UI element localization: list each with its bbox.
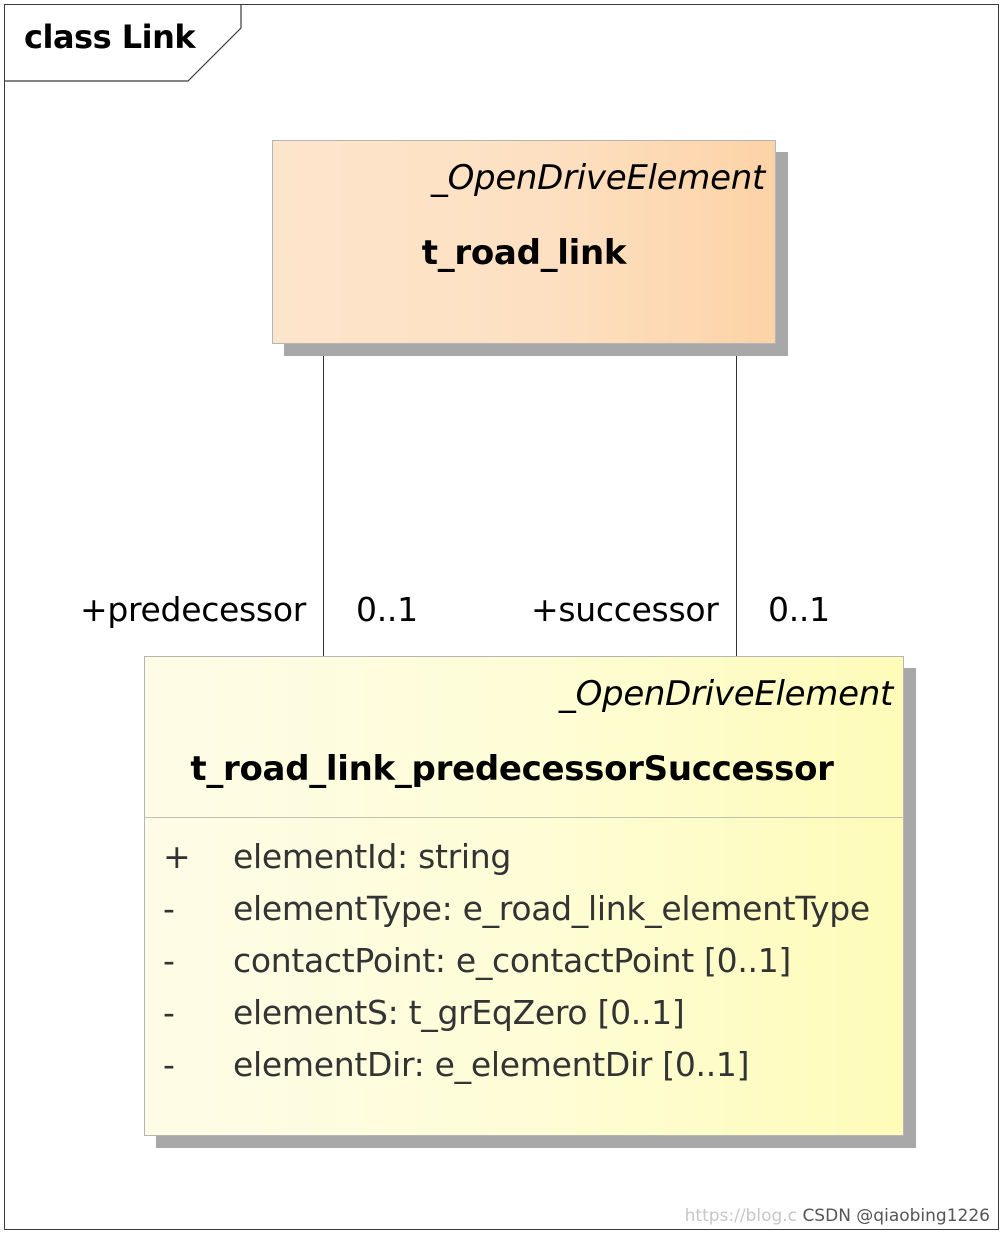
attribute-visibility: - [163,1045,175,1084]
class-t-road-link[interactable]: _OpenDriveElement t_road_link [272,140,776,344]
frame-title: class Link [24,18,196,56]
watermark-url: https://blog.c [684,1206,798,1226]
attribute-visibility: + [163,837,191,876]
predecessor-multiplicity: 0..1 [356,590,418,629]
attribute-visibility: - [163,993,175,1032]
attribute-visibility: - [163,889,175,928]
attribute-visibility: - [163,941,175,980]
watermark: https://blog.c CSDN @qiaobing1226 [685,1206,990,1226]
class-stereotype: _OpenDriveElement [430,158,765,198]
predecessor-role-label: +predecessor [80,590,306,629]
successor-multiplicity: 0..1 [768,590,830,629]
diagram-frame [4,4,999,1230]
class-name: t_road_link_predecessorSuccessor [190,749,834,789]
predecessor-association-line[interactable] [323,344,324,656]
attribute-text: elementId: string [233,837,511,876]
attribute-text: contactPoint: e_contactPoint [0..1] [233,941,791,980]
successor-association-line[interactable] [736,344,737,656]
attribute-compartment-divider [145,817,903,818]
class-stereotype: _OpenDriveElement [558,674,893,714]
class-name: t_road_link [421,233,627,273]
attribute-text: elementType: e_road_link_elementType [233,889,870,928]
class-t-road-link-predecessor-successor[interactable]: _OpenDriveElement t_road_link_predecesso… [144,656,904,1136]
frame-title-tab [4,4,242,82]
watermark-text: CSDN @qiaobing1226 [802,1206,990,1226]
successor-role-label: +successor [531,590,719,629]
attribute-text: elementDir: e_elementDir [0..1] [233,1045,750,1084]
attribute-text: elementS: t_grEqZero [0..1] [233,993,685,1032]
